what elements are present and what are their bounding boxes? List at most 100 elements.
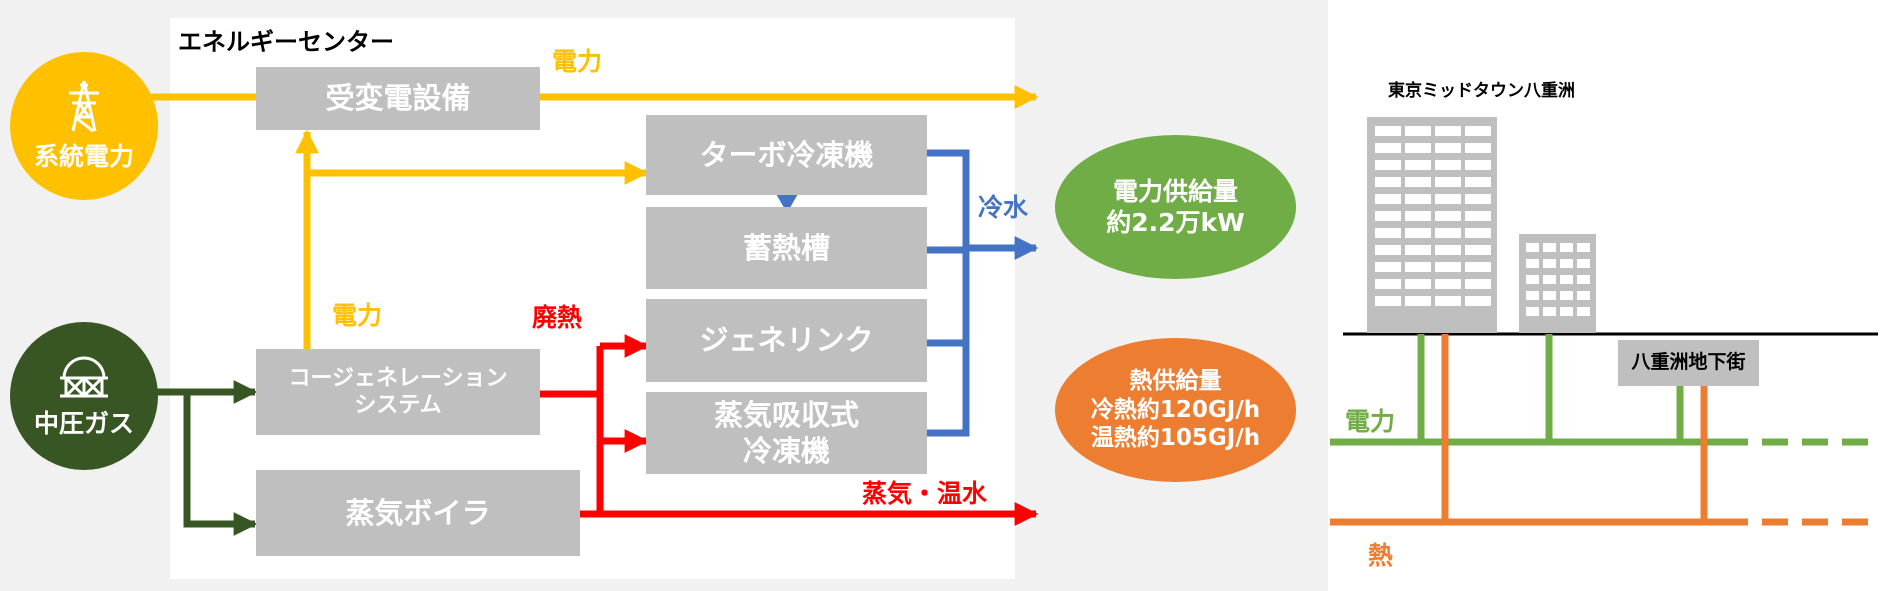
building-window: [1405, 143, 1431, 153]
building-window: [1405, 262, 1431, 272]
building-window: [1577, 243, 1590, 252]
absorption-chiller-box: 蒸気吸収式 冷凍機: [646, 392, 927, 474]
power-supply-line1: 電力供給量: [1112, 176, 1238, 206]
building-window: [1375, 126, 1401, 136]
building-window: [1526, 259, 1539, 268]
building-window: [1375, 194, 1401, 204]
building-window: [1465, 279, 1491, 289]
small-building-icon: [1519, 234, 1596, 333]
heat-supply-line3: 温熱約105GJ/h: [1090, 425, 1261, 452]
cold-water-collector: [927, 149, 970, 437]
turbo-chiller-box: ターボ冷凍機: [646, 115, 927, 195]
building-window: [1543, 259, 1556, 268]
gas-tank-icon: [60, 356, 108, 398]
tall-building-icon: [1367, 117, 1497, 333]
building-window: [1465, 211, 1491, 221]
power-supply-ellipse: 電力供給量 約2.2万kW: [1055, 135, 1296, 279]
cogen-label-line1: コージェネレーション: [288, 365, 508, 391]
genelink-label: ジェネリンク: [699, 323, 874, 358]
building-window: [1560, 291, 1573, 300]
building-window: [1405, 177, 1431, 187]
building-window: [1405, 194, 1431, 204]
building-window: [1577, 307, 1590, 316]
building-window: [1375, 177, 1401, 187]
building-window: [1577, 291, 1590, 300]
building-window: [1577, 259, 1590, 268]
building-window: [1577, 275, 1590, 284]
building-window: [1375, 296, 1401, 306]
building-window: [1526, 307, 1539, 316]
building-window: [1375, 245, 1401, 255]
building-window: [1375, 262, 1401, 272]
building-window: [1435, 177, 1461, 187]
building-window: [1375, 211, 1401, 221]
building-window: [1405, 160, 1431, 170]
building-window: [1560, 275, 1573, 284]
heat-supply-line2: 冷熱約120GJ/h: [1090, 396, 1261, 423]
building-window: [1435, 143, 1461, 153]
gas-label: 中圧ガス: [33, 409, 134, 438]
cogeneration-box: コージェネレーション システム: [256, 349, 540, 435]
building-window: [1435, 228, 1461, 238]
building-window: [1435, 245, 1461, 255]
heat-supply-ellipse: 熱供給量 冷熱約120GJ/h 温熱約105GJ/h: [1055, 338, 1296, 482]
building-window: [1405, 211, 1431, 221]
building-window: [1465, 296, 1491, 306]
building-window: [1560, 259, 1573, 268]
turbo-to-storage-arrow: [775, 192, 799, 213]
storage-tank-box: 蓄熱槽: [646, 207, 927, 289]
district-power-label: 電力: [1345, 407, 1396, 436]
grid-power-node: 系統電力: [10, 52, 158, 200]
storage-tank-label: 蓄熱槽: [742, 230, 830, 265]
power-supply-line2: 約2.2万kW: [1106, 208, 1245, 237]
building-window: [1560, 307, 1573, 316]
building-window: [1435, 211, 1461, 221]
absorption-label-line2: 冷凍機: [742, 434, 830, 468]
substation-label: 受変電設備: [325, 81, 471, 116]
building-window: [1435, 279, 1461, 289]
transmission-tower-icon: [69, 80, 99, 133]
building-window: [1405, 296, 1431, 306]
power-label-mid: 電力: [332, 301, 383, 330]
underground-mall-box: 八重洲地下街: [1618, 340, 1759, 386]
building-window: [1375, 143, 1401, 153]
building-window: [1543, 275, 1556, 284]
absorption-label-line1: 蒸気吸収式: [713, 397, 859, 432]
building-window: [1405, 279, 1431, 289]
building-window: [1465, 143, 1491, 153]
gas-boiler-line: [183, 392, 258, 536]
building-window: [1465, 228, 1491, 238]
building-window: [1435, 296, 1461, 306]
building-window: [1560, 243, 1573, 252]
building-window: [1405, 228, 1431, 238]
grid-power-label: 系統電力: [33, 142, 134, 171]
building-window: [1543, 291, 1556, 300]
heat-supply-line1: 熱供給量: [1129, 367, 1222, 394]
district-heat-label: 熱: [1368, 541, 1394, 570]
building-window: [1465, 262, 1491, 272]
gas-node: 中圧ガス: [10, 322, 158, 470]
genelink-box: ジェネリンク: [646, 299, 927, 382]
building-window: [1526, 291, 1539, 300]
building-window: [1435, 262, 1461, 272]
building-window: [1435, 126, 1461, 136]
building-window: [1465, 126, 1491, 136]
cogen-label-line2: システム: [354, 393, 442, 418]
building-window: [1435, 160, 1461, 170]
building-window: [1435, 194, 1461, 204]
building-window: [1543, 243, 1556, 252]
energy-center-title: エネルギーセンター: [178, 28, 394, 56]
substation-box: 受変電設備: [256, 67, 540, 130]
power-label-top: 電力: [552, 47, 603, 76]
steam-boiler-box: 蒸気ボイラ: [256, 470, 580, 556]
building-window: [1543, 307, 1556, 316]
cold-water-label: 冷水: [978, 193, 1029, 222]
building-window: [1526, 243, 1539, 252]
building-name: 東京ミッドタウン八重洲: [1388, 81, 1575, 101]
steam-boiler-label: 蒸気ボイラ: [345, 495, 491, 530]
steam-hot-water-label: 蒸気・温水: [862, 479, 988, 508]
waste-heat-label: 廃熱: [532, 303, 583, 332]
turbo-chiller-label: ターボ冷凍機: [699, 137, 874, 172]
building-window: [1375, 160, 1401, 170]
